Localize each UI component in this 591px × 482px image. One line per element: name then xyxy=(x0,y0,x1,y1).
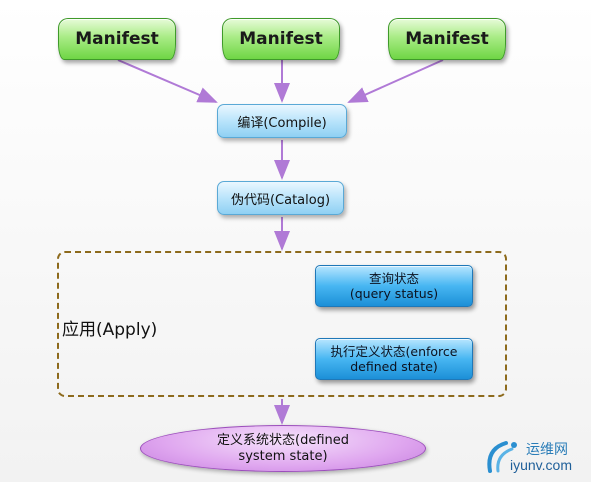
manifest-node-3: Manifest xyxy=(388,18,506,60)
enforce-state-node: 执行定义状态(enforce defined state) xyxy=(315,338,473,380)
defined-state-node: 定义系统状态(defined system state) xyxy=(140,425,426,472)
enforce-state-line2: defined state) xyxy=(350,359,438,374)
query-status-line1: 查询状态 xyxy=(368,271,419,286)
query-status-node: 查询状态 (query status) xyxy=(315,265,473,307)
enforce-state-line1: 执行定义状态(enforce xyxy=(330,344,458,359)
manifest-node-2: Manifest xyxy=(222,18,340,60)
apply-group xyxy=(57,251,507,397)
watermark-url: iyunv.com xyxy=(510,457,572,473)
watermark: 运维网 iyunv.com xyxy=(484,437,584,477)
iyunv-logo-icon xyxy=(487,441,517,473)
defined-state-line1: 定义系统状态(defined xyxy=(217,432,349,448)
compile-node: 编译(Compile) xyxy=(217,104,347,138)
watermark-name: 运维网 xyxy=(526,442,568,458)
catalog-node: 伪代码(Catalog) xyxy=(217,181,344,215)
defined-state-line2: system state) xyxy=(238,448,328,464)
arrow-manifest3-compile xyxy=(347,59,444,103)
manifest-node-1: Manifest xyxy=(58,18,176,60)
arrow-manifest1-compile xyxy=(117,59,218,103)
query-status-line2: (query status) xyxy=(349,286,439,301)
apply-label: 应用(Apply) xyxy=(62,320,158,340)
